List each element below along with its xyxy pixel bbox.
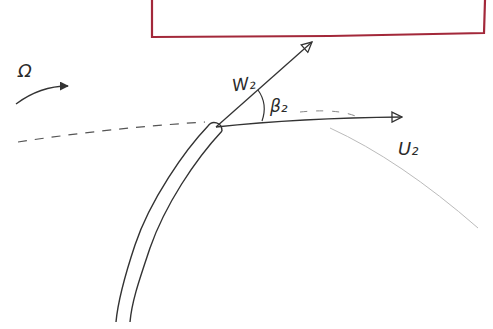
- rotation-label: Ω: [18, 62, 32, 80]
- angle-arc: [258, 90, 264, 121]
- rotation-arrow: [16, 86, 68, 104]
- velocity-vector: [216, 42, 312, 127]
- faint-blade: [330, 128, 478, 228]
- red-frame: [152, 0, 485, 37]
- dashed-arc: [18, 122, 205, 142]
- blade-outline: [116, 126, 208, 322]
- velocity-vector: [216, 117, 402, 127]
- velocity-label: U₂: [398, 140, 418, 158]
- velocity-label: W₂: [231, 74, 257, 94]
- dashed-arc: [300, 111, 360, 118]
- angle-label: β₂: [270, 98, 288, 115]
- blade-outline: [130, 131, 222, 322]
